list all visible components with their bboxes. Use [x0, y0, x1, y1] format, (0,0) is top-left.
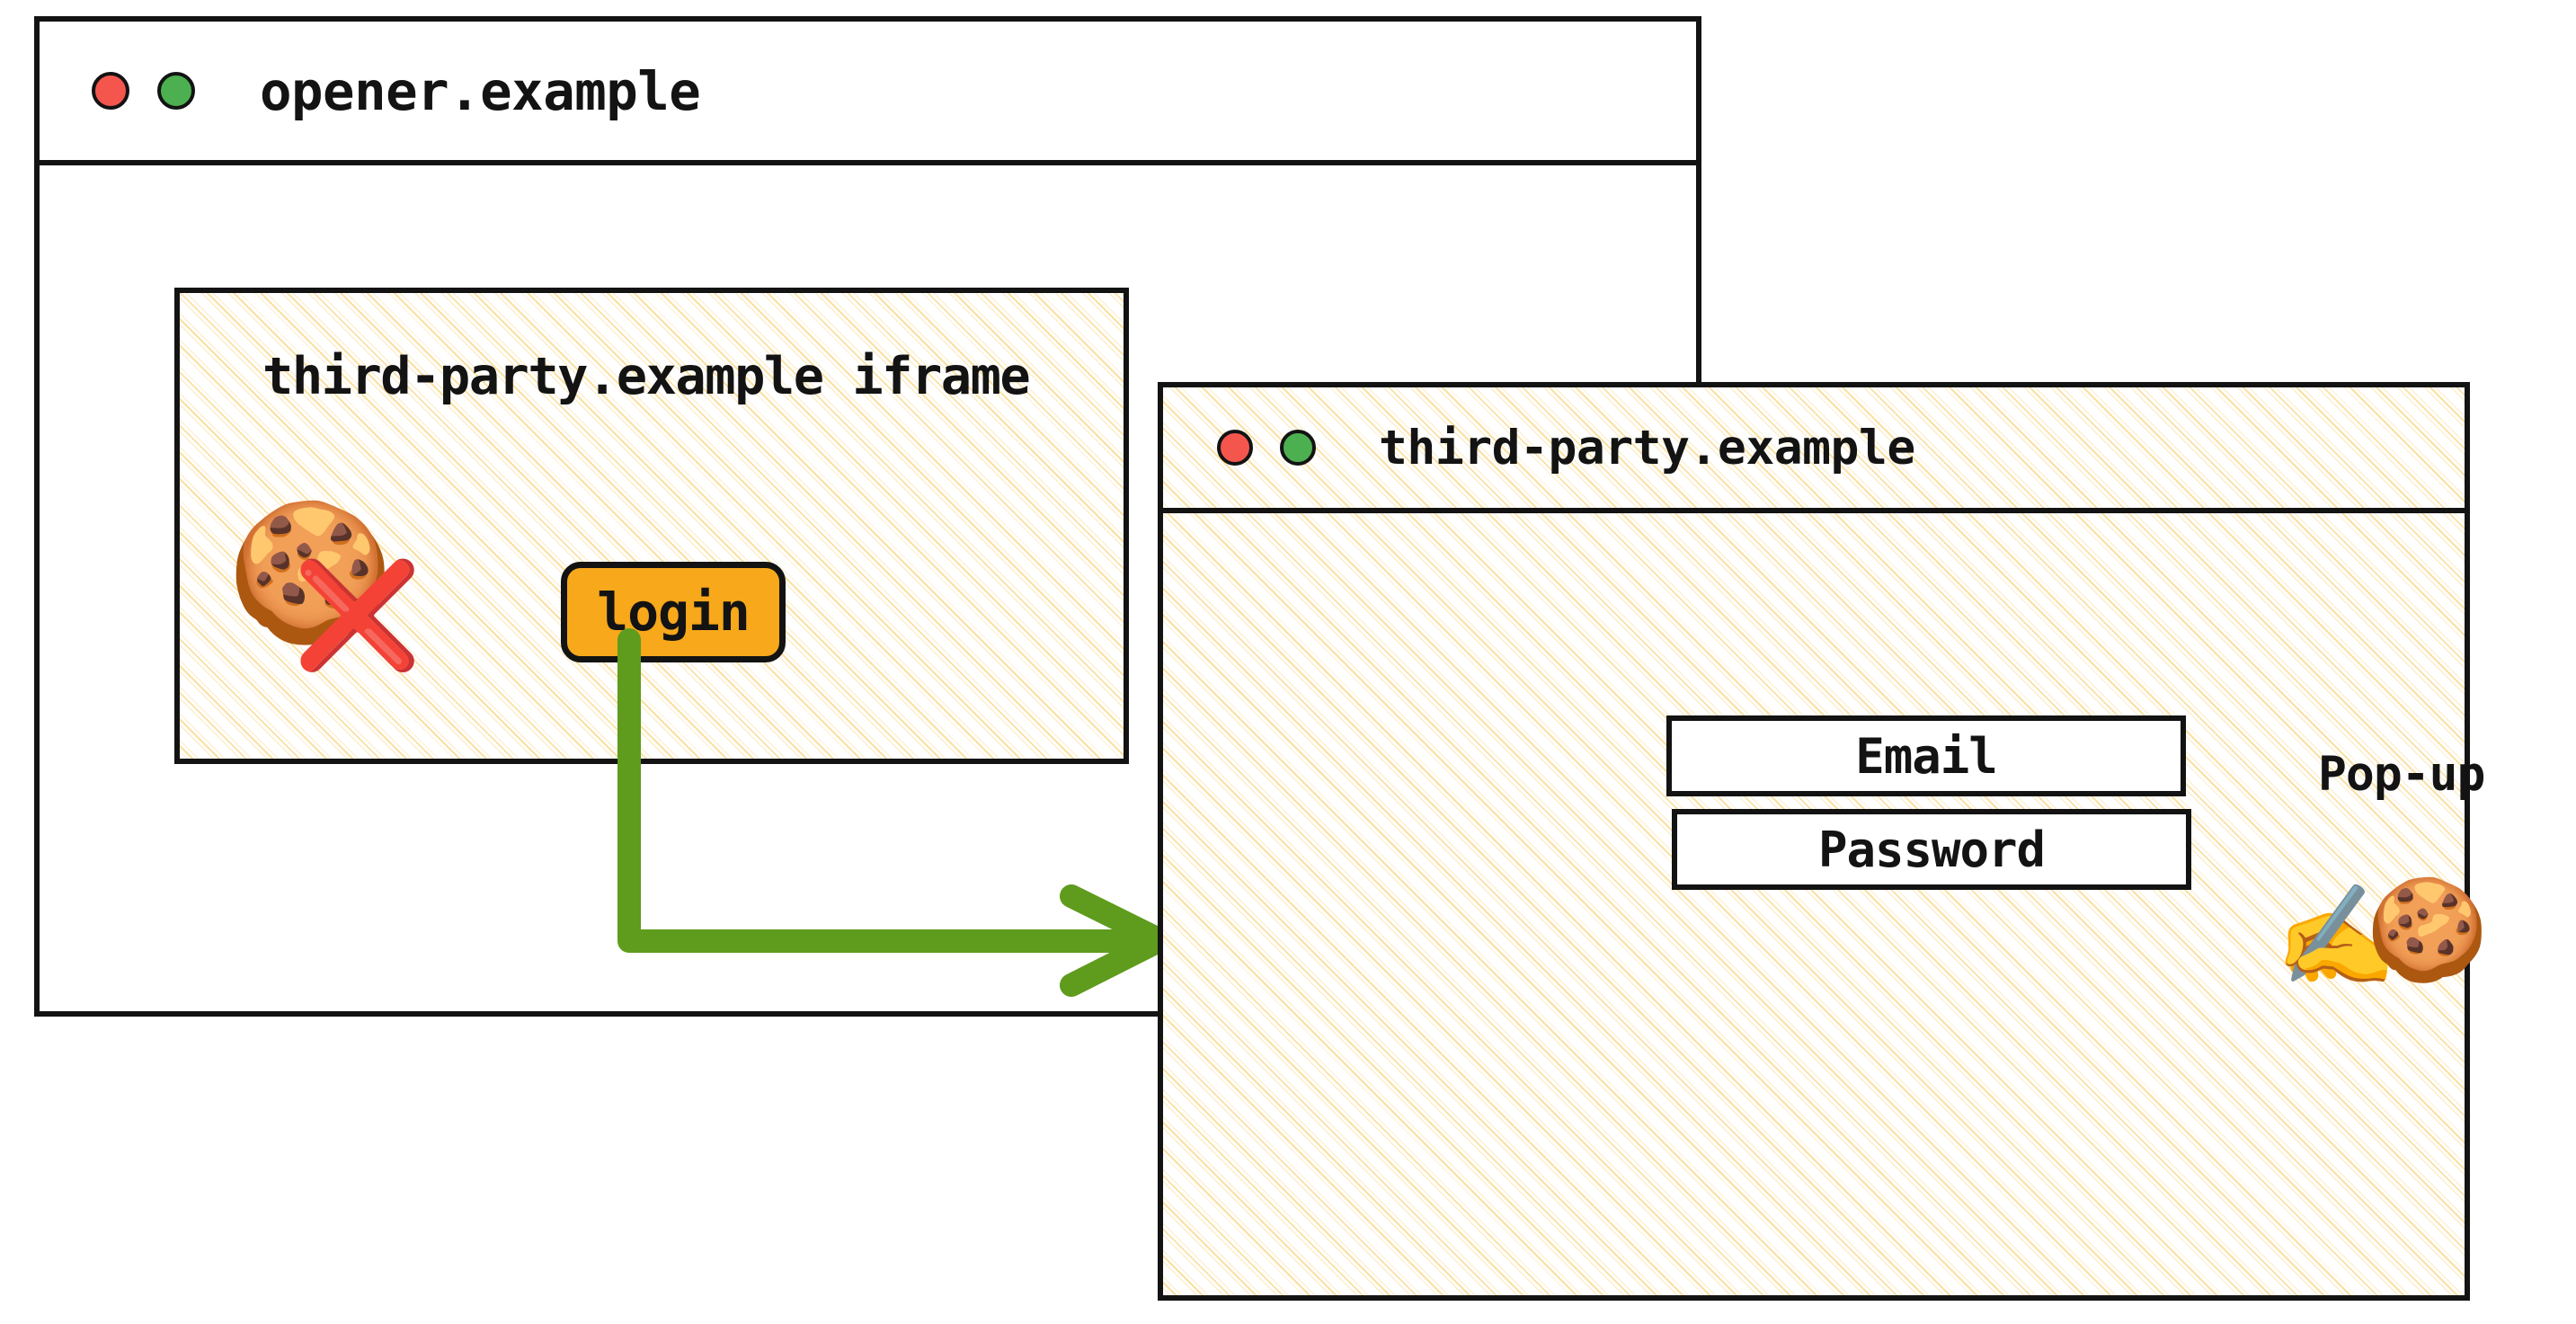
red-cross-mark-icon: ❌ — [293, 555, 422, 676]
blocked-cookie-group: 🍪 ❌ — [227, 505, 433, 689]
email-field[interactable]: Email — [1666, 715, 2186, 796]
third-party-popup-window: third-party.example Email Password login… — [1158, 382, 2489, 1301]
maximize-traffic-light-icon[interactable] — [157, 72, 195, 110]
maximize-traffic-light-icon[interactable] — [1280, 430, 1316, 466]
popup-window-title: third-party.example — [1379, 420, 1915, 475]
cookie-icon: 🍪 — [2366, 872, 2489, 987]
iframe-label: third-party.example iframe — [262, 347, 1031, 406]
opener-window-titlebar: opener.example — [40, 22, 1696, 165]
close-traffic-light-icon[interactable] — [92, 72, 129, 110]
popup-annotation-label: Pop-up — [2318, 747, 2485, 802]
opener-window-title: opener.example — [260, 59, 701, 122]
iframe-login-button[interactable]: login — [561, 562, 786, 662]
cookie-icon: 🍪 — [227, 494, 395, 651]
writing-hand-icon: ✍️ — [2275, 878, 2398, 993]
password-field[interactable]: Password — [1672, 809, 2191, 890]
close-traffic-light-icon[interactable] — [1217, 430, 1253, 466]
popup-window-titlebar: third-party.example — [1163, 387, 2465, 513]
